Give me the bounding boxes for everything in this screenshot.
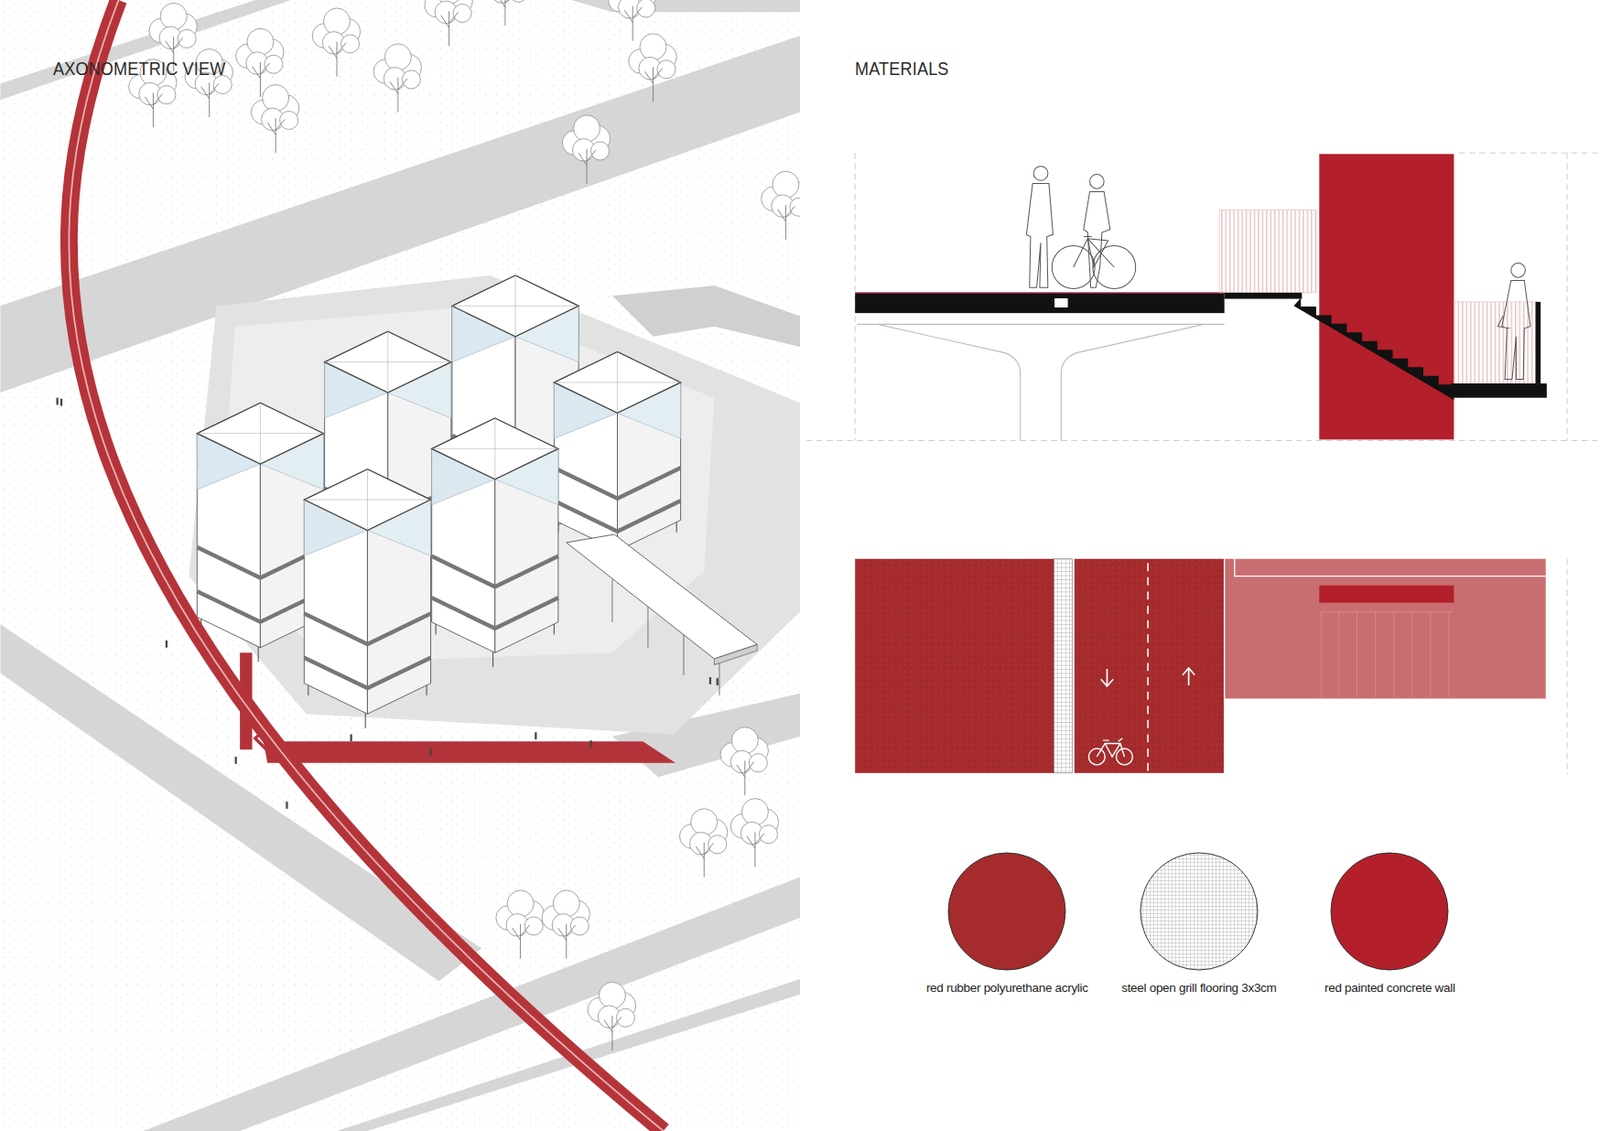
people	[56, 398, 719, 810]
material-caption: red rubber polyurethane acrylic	[912, 981, 1102, 996]
landing	[1224, 292, 1303, 300]
trees	[129, 0, 800, 1051]
tree	[720, 727, 768, 797]
stair-section	[1293, 297, 1454, 400]
tree	[587, 982, 636, 1051]
plaza-inner	[219, 305, 715, 663]
tree	[424, 0, 473, 46]
tree	[607, 0, 656, 42]
material-item: red painted concrete wall	[1295, 851, 1484, 996]
path	[612, 285, 800, 347]
axonometric-site	[0, 0, 800, 1131]
building-volume	[303, 469, 431, 729]
tree	[373, 43, 422, 113]
plaza	[188, 275, 800, 736]
ground-texture	[0, 0, 800, 1131]
building-volume	[553, 352, 681, 566]
tree	[679, 809, 727, 878]
figures	[1026, 166, 1531, 380]
material-caption: red painted concrete wall	[1295, 981, 1484, 996]
bike-symbol	[1088, 738, 1133, 766]
material-sample	[946, 851, 1068, 973]
tree	[761, 171, 800, 240]
plan-drawing	[854, 559, 1546, 774]
tree	[730, 799, 779, 868]
roads	[0, 0, 800, 1131]
building	[196, 275, 681, 729]
red-walkway	[263, 741, 676, 763]
material-swatch	[948, 853, 1066, 971]
tree	[628, 33, 677, 103]
path-edge	[68, 0, 663, 1131]
tree	[496, 890, 544, 960]
canopy	[566, 534, 757, 696]
tree	[312, 8, 360, 77]
tree	[250, 85, 299, 154]
material-sample	[1138, 851, 1260, 973]
building-volume	[432, 418, 559, 668]
tree	[480, 0, 529, 26]
tree	[562, 115, 610, 184]
material-sample	[1329, 851, 1450, 973]
ground	[0, 0, 800, 1131]
panel-heading: MATERIALS	[854, 56, 950, 80]
direction-arrows	[1101, 668, 1196, 687]
red-elevated-path	[68, 0, 663, 1131]
panel-heading: AXONOMETRIC VIEW	[53, 56, 226, 80]
material-swatch	[1140, 853, 1258, 971]
section-drawing	[806, 152, 1600, 776]
material-item: steel open grill flooring 3x3cm	[1104, 851, 1294, 996]
material-swatch	[1330, 853, 1449, 971]
material-item: red rubber polyurethane acrylic	[912, 851, 1102, 996]
tree	[541, 890, 590, 960]
material-caption: steel open grill flooring 3x3cm	[1104, 981, 1294, 996]
